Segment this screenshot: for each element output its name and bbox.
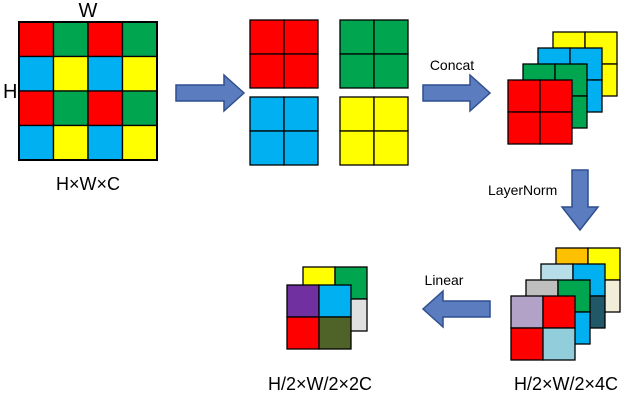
- output-caption: H/2×W/2×2C: [268, 374, 372, 394]
- concat-label: Concat: [430, 57, 474, 73]
- cell: [283, 130, 319, 166]
- patch-blue: [249, 96, 319, 166]
- grid-cell: [18, 90, 55, 127]
- cell: [249, 96, 285, 132]
- cell: [283, 19, 319, 55]
- patch-yellow: [339, 96, 409, 166]
- cell: [249, 19, 285, 55]
- cell: [507, 79, 541, 113]
- arrow-right-concat: [422, 73, 492, 113]
- cell: [510, 327, 544, 361]
- grid-outline: [18, 21, 158, 161]
- linear-label: Linear: [425, 272, 464, 288]
- norm-layer: [510, 295, 576, 361]
- grid-cell: [87, 124, 124, 161]
- cell: [339, 53, 375, 89]
- cell: [542, 327, 576, 361]
- cell: [373, 19, 409, 55]
- width-label: W: [79, 0, 98, 22]
- cell: [542, 295, 576, 329]
- input-feature-map: [18, 21, 158, 161]
- grid-cell: [18, 55, 55, 92]
- height-label: H: [3, 81, 17, 103]
- cell: [286, 284, 320, 318]
- input-caption: H×W×C: [56, 174, 120, 194]
- cell: [339, 19, 375, 55]
- layernorm-stack: [510, 247, 621, 361]
- grid-cell: [87, 21, 124, 58]
- arrow-down-layernorm: [560, 169, 600, 232]
- arrow-right-split: [175, 73, 246, 113]
- grid-cell: [52, 55, 89, 92]
- cell: [318, 316, 352, 350]
- grid-cell: [87, 90, 124, 127]
- split-patches: [249, 19, 409, 166]
- cell: [373, 130, 409, 166]
- cell: [339, 130, 375, 166]
- norm-caption: H/2×W/2×4C: [514, 374, 618, 394]
- arrow-left-linear: [421, 289, 491, 329]
- cell: [373, 53, 409, 89]
- grid-cell: [52, 124, 89, 161]
- cell: [510, 295, 544, 329]
- cell: [249, 53, 285, 89]
- cell: [339, 96, 375, 132]
- cell: [318, 284, 352, 318]
- cell: [539, 79, 573, 113]
- cell: [507, 111, 541, 145]
- cell: [283, 96, 319, 132]
- grid-cell: [121, 124, 158, 161]
- grid-cell: [121, 55, 158, 92]
- concat-stack: [507, 31, 618, 145]
- cell: [373, 96, 409, 132]
- grid-cell: [121, 21, 158, 58]
- patch-green: [339, 19, 409, 89]
- grid-cell: [52, 90, 89, 127]
- grid-cell: [121, 90, 158, 127]
- grid-cell: [18, 21, 55, 58]
- cell: [283, 53, 319, 89]
- cell: [249, 130, 285, 166]
- grid-cell: [87, 55, 124, 92]
- grid-cell: [52, 21, 89, 58]
- output-layer: [286, 284, 352, 350]
- output-stack: [286, 266, 368, 350]
- cell: [286, 316, 320, 350]
- layernorm-label: LayerNorm: [488, 182, 557, 198]
- patch-red: [249, 19, 319, 89]
- concat-layer-red: [507, 79, 573, 145]
- cell: [539, 111, 573, 145]
- grid-cell: [18, 124, 55, 161]
